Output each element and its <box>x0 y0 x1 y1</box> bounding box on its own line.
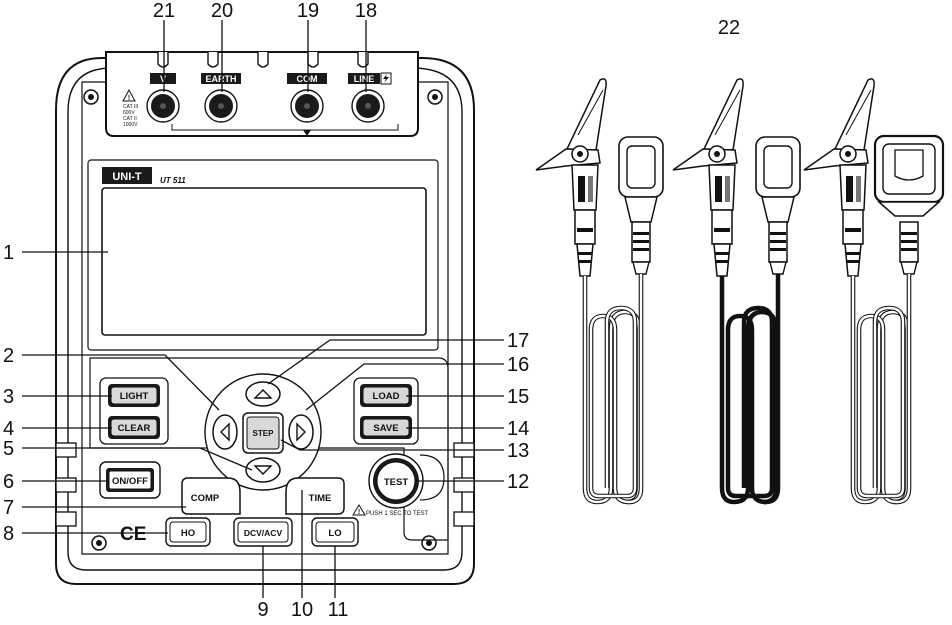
terminal-label-earth: EARTH <box>206 74 237 84</box>
callout-10: 10 <box>291 599 313 620</box>
callout-17: 17 <box>507 330 529 352</box>
lcd-screen <box>101 187 427 336</box>
brand-logo: UNI-T <box>112 171 142 183</box>
comp-button-label: COMP <box>191 493 220 504</box>
alligator-clip-icon <box>535 78 607 171</box>
callout-19: 19 <box>297 0 319 22</box>
leader-lines <box>22 20 504 598</box>
test-button[interactable]: TEST <box>368 453 424 509</box>
svg-text:!: ! <box>128 95 130 102</box>
power-button[interactable]: ON/OFF <box>99 461 161 499</box>
clear-button[interactable]: CLEAR <box>108 416 160 439</box>
callout-6: 6 <box>3 471 14 493</box>
cable-coil <box>719 274 781 505</box>
callout-2: 2 <box>3 345 14 367</box>
callout-13: 13 <box>507 440 529 462</box>
callout-9: 9 <box>257 599 268 620</box>
callout-numbers: 1 2 3 4 5 6 7 8 9 10 11 12 13 14 15 16 1… <box>3 0 740 621</box>
comp-button[interactable]: COMP <box>181 477 241 515</box>
clear-button-label: CLEAR <box>118 423 151 434</box>
alligator-clip-icon <box>803 78 875 171</box>
callout-1: 1 <box>3 242 14 264</box>
load-button-label: LOAD <box>373 391 400 402</box>
lo-button[interactable]: LO <box>311 517 359 547</box>
step-button[interactable]: STEP <box>242 412 284 454</box>
power-button-label: ON/OFF <box>112 476 148 487</box>
left-arrow-icon <box>220 422 230 442</box>
load-button[interactable]: LOAD <box>360 384 412 407</box>
warning-icon: ! <box>122 88 136 102</box>
test-lead-1 <box>535 78 664 505</box>
time-button-label: TIME <box>309 493 332 504</box>
up-button[interactable] <box>245 381 281 407</box>
light-button-label: LIGHT <box>120 391 149 402</box>
terminal-label-v: V <box>160 74 166 84</box>
down-arrow-icon <box>253 465 273 475</box>
cable-coil <box>582 274 644 505</box>
callout-18: 18 <box>355 0 377 22</box>
dcv-acv-button-label: DCV/ACV <box>244 528 283 538</box>
terminal-label-line: LINE <box>354 74 375 84</box>
time-button[interactable]: TIME <box>285 477 345 515</box>
callout-15: 15 <box>507 386 529 408</box>
warning-icon: ! <box>352 504 366 516</box>
terminal-jack-line[interactable] <box>351 89 385 123</box>
left-button[interactable] <box>212 414 238 450</box>
callout-5: 5 <box>3 438 14 460</box>
terminal-block: V EARTH COM LINE ! CAT III 600V CAT II 1… <box>105 51 419 137</box>
callout-4: 4 <box>3 418 14 440</box>
callout-11: 11 <box>328 599 349 620</box>
callout-21: 21 <box>153 0 175 22</box>
right-button[interactable] <box>288 414 314 450</box>
svg-text:!: ! <box>358 509 360 516</box>
save-button-label: SAVE <box>373 423 398 434</box>
cat-rating-1: CAT III <box>123 104 138 110</box>
test-button-label: TEST <box>384 477 408 488</box>
right-arrow-icon <box>296 422 306 442</box>
terminal-jack-com[interactable] <box>290 89 324 123</box>
callout-22: 22 <box>718 17 740 39</box>
callout-7: 7 <box>3 497 14 519</box>
test-lead-2 <box>672 78 801 505</box>
down-button[interactable] <box>245 457 281 483</box>
dcv-acv-button[interactable]: DCV/ACV <box>233 517 293 547</box>
ho-button[interactable]: HO <box>165 517 211 547</box>
test-leads <box>535 78 945 505</box>
callout-16: 16 <box>507 354 529 376</box>
save-button[interactable]: SAVE <box>360 416 412 439</box>
alligator-clip-icon <box>672 78 744 171</box>
terminal-jack-earth[interactable] <box>204 89 238 123</box>
callout-12: 12 <box>507 471 529 493</box>
callout-3: 3 <box>3 386 14 408</box>
step-button-label: STEP <box>253 429 275 438</box>
callout-14: 14 <box>507 418 529 440</box>
ho-button-label: HO <box>181 528 195 539</box>
cat-rating-4: 1000V <box>123 122 138 128</box>
light-button[interactable]: LIGHT <box>108 384 160 407</box>
terminal-jack-v[interactable] <box>146 89 180 123</box>
test-lead-3 <box>803 78 945 505</box>
lo-button-label: LO <box>328 528 341 539</box>
lightning-icon <box>380 72 392 85</box>
cat-rating-2: 600V <box>123 110 135 116</box>
terminal-label-com: COM <box>297 74 318 84</box>
cable-coil <box>850 274 912 505</box>
push-warning: ! PUSH 1 SEC TO TEST <box>352 504 429 517</box>
up-arrow-icon <box>253 389 273 399</box>
display-panel: UNI-T UT 511 <box>87 159 439 351</box>
callout-20: 20 <box>211 0 233 22</box>
cat-rating-3: CAT II <box>123 116 137 122</box>
ce-mark: CE <box>120 524 146 545</box>
model-label: UT 511 <box>160 176 186 185</box>
push-warning-text: PUSH 1 SEC TO TEST <box>366 511 429 517</box>
callout-8: 8 <box>3 523 14 545</box>
